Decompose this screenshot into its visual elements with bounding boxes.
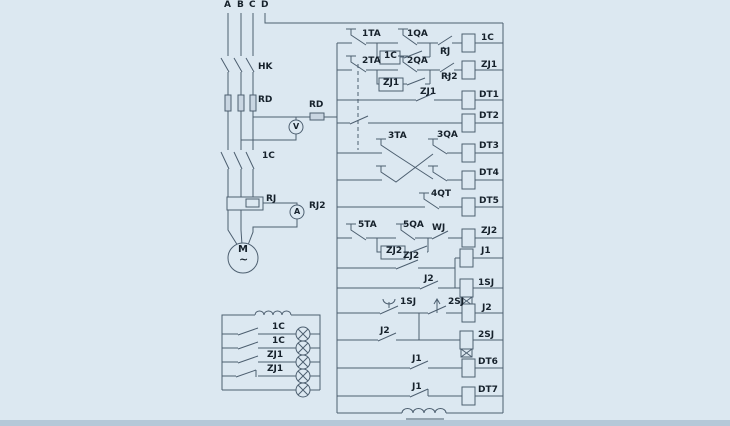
latch-box-icon — [460, 348, 473, 358]
label-button-3qa: 3QA — [437, 130, 458, 140]
label-button-3ta: 3TA — [388, 131, 407, 141]
voltmeter-icon — [288, 119, 304, 135]
ammeter-icon — [289, 204, 305, 220]
voltmeter-letter: V — [293, 122, 300, 131]
label-coil-dt4: DT4 — [479, 168, 499, 178]
label-seal-zj1: ZJ1 — [383, 78, 400, 88]
label-fuse-rd-meter: RD — [309, 100, 324, 110]
label-contactor-1c: 1C — [262, 151, 275, 161]
motor-ac-symbol: ~ — [239, 253, 249, 266]
fuse-rd-meter-icon — [309, 112, 325, 121]
label-phase-c: C — [249, 0, 256, 10]
label-contact-zj2: ZJ2 — [403, 251, 420, 261]
label-coil-2sj: 2SJ — [478, 330, 495, 340]
label-coil-dt3: DT3 — [479, 141, 499, 151]
winding-icon — [401, 408, 447, 420]
fuse-rd-icons — [224, 94, 257, 112]
lamp-icons — [295, 326, 311, 398]
label-coil-dt2: DT2 — [479, 111, 499, 121]
label-ammeter-rj2: RJ2 — [309, 201, 326, 211]
label-coil-zj1: ZJ1 — [481, 60, 498, 70]
label-coil-dt5: DT5 — [479, 196, 499, 206]
label-contact-2sj: 2SJ — [448, 297, 465, 307]
label-switch-hk: HK — [258, 62, 273, 72]
label-phase-b: B — [237, 0, 244, 10]
label-contact-j2-a: J2 — [424, 274, 434, 284]
label-lamp-zj1-b: ZJ1 — [267, 364, 284, 374]
label-contact-1sj: 1SJ — [400, 297, 417, 307]
label-contact-zj1: ZJ1 — [420, 87, 437, 97]
label-coil-j1: J1 — [481, 246, 491, 256]
motor-icon — [227, 242, 259, 274]
lamp-panel — [221, 310, 321, 398]
label-coil-1c: 1C — [481, 33, 494, 43]
label-coil-zj2: ZJ2 — [481, 226, 498, 236]
label-button-5ta: 5TA — [358, 220, 377, 230]
label-contact-j2-b: J2 — [380, 326, 390, 336]
label-lamp-zj1-a: ZJ1 — [267, 350, 284, 360]
label-contact-j1-a: J1 — [412, 354, 422, 364]
label-fuse-rd: RD — [258, 95, 273, 105]
label-coil-dt6: DT6 — [478, 357, 498, 367]
label-contact-wj: WJ — [432, 223, 446, 233]
label-lamp-1c-b: 1C — [272, 336, 285, 346]
label-coil-1sj: 1SJ — [478, 278, 495, 288]
power-section — [220, 13, 503, 274]
label-coil-j2: J2 — [482, 303, 492, 313]
label-contact-rj: RJ — [440, 47, 451, 57]
label-contact-rj2: RJ2 — [441, 72, 458, 82]
label-button-1ta: 1TA — [362, 29, 381, 39]
label-button-2qa: 2QA — [407, 56, 428, 66]
label-button-4qt: 4QT — [431, 189, 452, 199]
label-thermal-rj: RJ — [266, 194, 277, 204]
control-ladder — [336, 23, 504, 420]
bottom-edge — [0, 420, 730, 426]
label-lamp-1c-a: 1C — [272, 322, 285, 332]
ammeter-letter: A — [294, 207, 301, 216]
label-contact-j1-b: J1 — [412, 382, 422, 392]
label-phase-a: A — [224, 0, 231, 10]
label-seal-1c: 1C — [384, 51, 397, 61]
label-seal-zj2: ZJ2 — [386, 246, 403, 256]
label-button-2ta: 2TA — [362, 56, 381, 66]
label-button-5qa: 5QA — [403, 220, 424, 230]
winding-icon — [254, 310, 292, 316]
motor-letter: M — [238, 244, 248, 255]
label-coil-dt7: DT7 — [478, 385, 498, 395]
label-phase-d: D — [261, 0, 269, 10]
label-coil-dt1: DT1 — [479, 90, 499, 100]
label-button-1qa: 1QA — [407, 29, 428, 39]
